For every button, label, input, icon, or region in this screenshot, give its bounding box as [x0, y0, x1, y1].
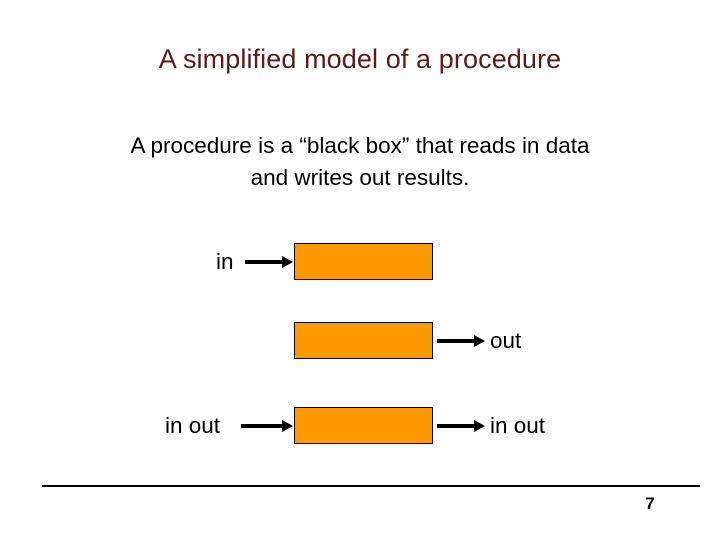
row-1-input-arrow-icon — [245, 256, 293, 268]
arrow-shaft — [437, 424, 474, 428]
body-line-1: A procedure is a “black box” that reads … — [130, 133, 590, 158]
body-paragraph: A procedure is a “black box” that reads … — [60, 130, 660, 194]
body-line-2: and writes out results. — [250, 165, 470, 190]
procedure-box-1 — [294, 243, 433, 280]
arrow-head — [282, 420, 293, 432]
row-3-output-label: in out — [490, 413, 546, 438]
procedure-box-2 — [294, 322, 433, 359]
row-2-output-arrow-icon — [437, 335, 485, 347]
row-3-input-arrow-icon — [241, 420, 293, 432]
page-title: A simplified model of a procedure — [158, 44, 562, 74]
footer-divider — [42, 485, 700, 487]
arrow-head — [474, 420, 485, 432]
row-3-input-label: in out — [165, 413, 221, 438]
row-3-output-arrow-icon — [437, 420, 485, 432]
row-2-output-label: out — [490, 328, 522, 353]
arrow-head — [474, 335, 485, 347]
arrow-head — [282, 256, 293, 268]
slide-number: 7 — [645, 494, 655, 513]
procedure-box-3 — [294, 407, 433, 444]
arrow-shaft — [245, 260, 282, 264]
arrow-shaft — [437, 339, 474, 343]
row-1-input-label: in — [216, 249, 234, 274]
arrow-shaft — [241, 424, 282, 428]
